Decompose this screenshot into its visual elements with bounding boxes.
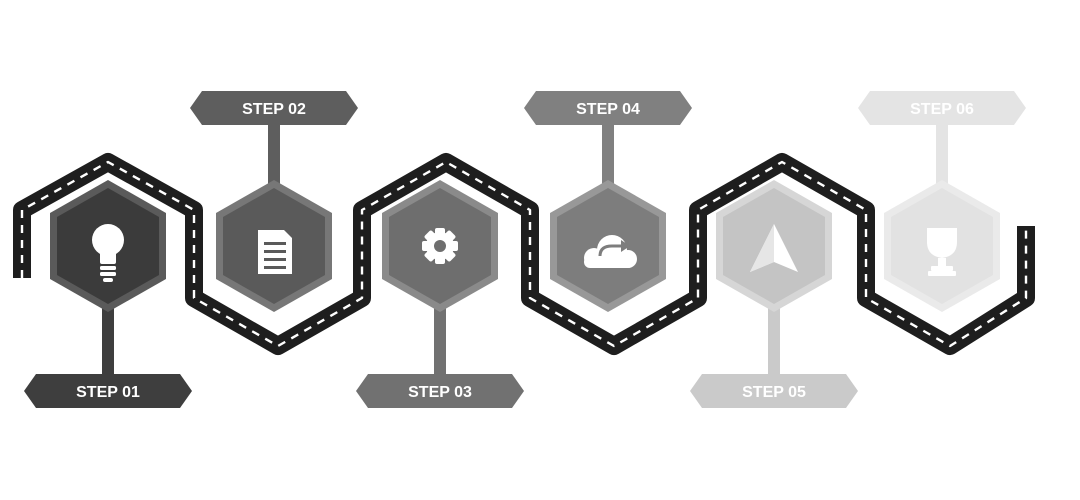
- road-base: [13, 153, 1035, 355]
- step-04-label: STEP 04: [576, 101, 640, 118]
- step-02: STEP 02: [190, 91, 358, 312]
- step-05: STEP 05: [690, 180, 858, 408]
- step-04-connector: [602, 120, 614, 192]
- step-04-label-tag: [524, 91, 692, 125]
- lightbulb-icon: [92, 224, 124, 282]
- step-02-label: STEP 02: [242, 101, 306, 118]
- navigation-arrow-icon: [750, 224, 798, 272]
- step-06-label-tag: [858, 91, 1026, 125]
- step-04: STEP 04: [524, 91, 692, 312]
- step-01-connector: [102, 298, 114, 380]
- step-05-label: STEP 05: [742, 384, 806, 401]
- step-01-label: STEP 01: [76, 384, 140, 401]
- step-05-connector: [768, 298, 780, 380]
- step-06: STEP 06: [858, 91, 1026, 312]
- step-03-connector: [434, 298, 446, 380]
- road-center-dashes: [20, 160, 1028, 348]
- gear-icon: [422, 228, 458, 264]
- step-03: STEP 03: [356, 180, 524, 408]
- step-03-label: STEP 03: [408, 384, 472, 401]
- road: [13, 153, 1035, 355]
- step-01: STEP 01: [24, 180, 192, 408]
- step-06-label: STEP 06: [910, 101, 974, 118]
- trophy-icon: [927, 228, 957, 276]
- step-01-label-tag: [24, 374, 192, 408]
- cloud-arrow-icon: [584, 235, 637, 268]
- step-05-label-tag: [690, 374, 858, 408]
- step-02-connector: [268, 120, 280, 192]
- step-03-label-tag: [356, 374, 524, 408]
- step-06-connector: [936, 120, 948, 192]
- document-icon: [258, 230, 292, 274]
- step-02-label-tag: [190, 91, 358, 125]
